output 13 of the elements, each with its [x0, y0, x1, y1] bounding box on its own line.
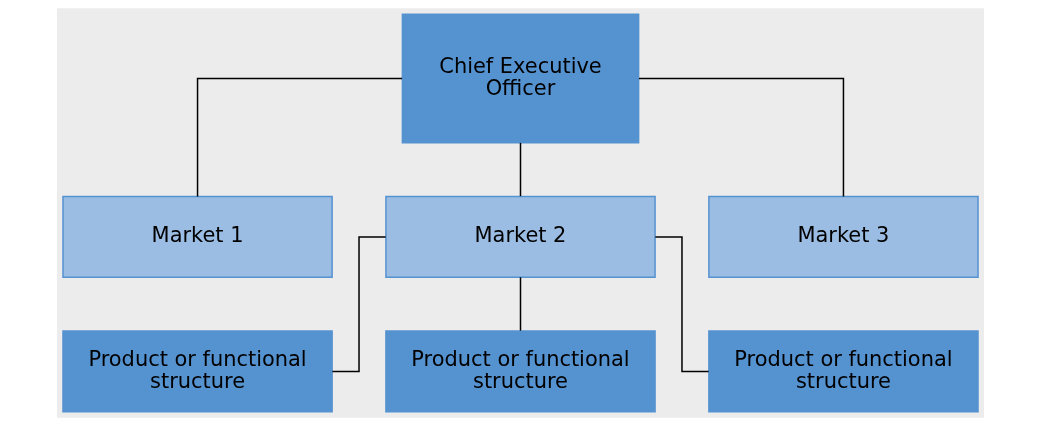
node-box: Product or functional structure: [385, 330, 656, 413]
node-box: Chief Executive Officer: [401, 13, 640, 144]
connector: [196, 77, 403, 198]
connector: [519, 276, 522, 332]
node-box: Product or functional structure: [708, 330, 979, 413]
node-box: Product or functional structure: [62, 330, 333, 413]
connector: [331, 236, 387, 373]
connector: [654, 236, 710, 373]
connector: [638, 77, 845, 198]
node-box: Market 3: [708, 195, 979, 279]
node-box: Market 2: [385, 195, 656, 279]
connector: [519, 142, 522, 197]
node-box: Market 1: [62, 195, 333, 279]
